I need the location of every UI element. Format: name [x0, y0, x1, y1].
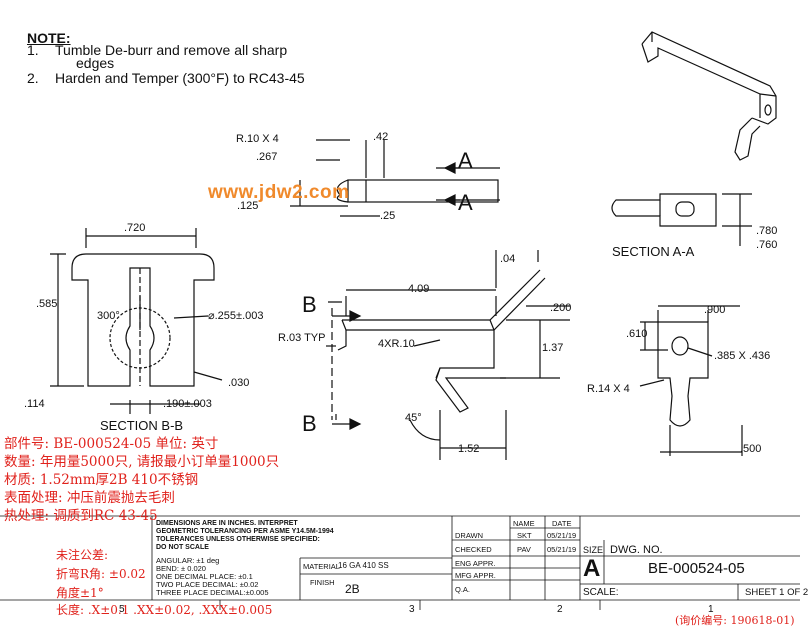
tb-material-value: 16 GA 410 SS: [338, 561, 389, 570]
section-aa-view: [611, 193, 752, 246]
cn-material: 材质: 1.52mm厚2B 410不锈钢: [4, 472, 199, 488]
tb-checked-name: PAV: [517, 545, 531, 554]
dim-dia-255: ⌀.255±.003: [208, 310, 264, 322]
tb-checked-label: CHECKED: [455, 545, 492, 554]
tb-finish-value: 2B: [345, 582, 360, 596]
tb-size-label: SIZE: [583, 545, 604, 555]
tb-finish-label: FINISH: [310, 578, 335, 587]
dim-780: .780: [756, 225, 778, 237]
cn-tolerance-angle: 角度±1°: [56, 586, 104, 600]
dim-152: 1.52: [458, 443, 480, 455]
dim-030: .030: [228, 377, 250, 389]
section-a-label-top: A: [458, 148, 473, 173]
dim-137: 1.37: [542, 342, 564, 354]
section-bb-view: [50, 228, 223, 414]
note-1-continuation: edges: [76, 55, 115, 71]
dim-200: .200: [550, 302, 572, 314]
cn-surface-treatment: 表面处理: 冲压前震抛去毛刺: [4, 490, 175, 506]
tb-name-header: NAME: [513, 519, 535, 528]
dim-585: .585: [36, 298, 58, 310]
tb-date-header: DATE: [552, 519, 572, 528]
isometric-view: [641, 31, 777, 161]
zone-2: 2: [557, 604, 563, 615]
dim-45-deg: 45°: [405, 412, 422, 424]
note-1-text: Tumble De-burr and remove all sharp: [55, 42, 288, 58]
tb-tol-bend: BEND: ± 0.020: [156, 564, 206, 573]
dim-900: .900: [704, 304, 726, 316]
cn-tolerance-bend: 折弯R角: ±0.02: [56, 567, 146, 581]
dim-r10x4: R.10 X 4: [236, 133, 279, 145]
dim-r03-typ: R.03 TYP: [278, 332, 326, 344]
zone-5: 5: [119, 604, 125, 615]
dim-04: .04: [500, 253, 516, 265]
dim-114: .114: [24, 398, 45, 410]
tb-tol-one-decimal: ONE DECIMAL PLACE: ±0.1: [156, 572, 253, 581]
section-bb-label: SECTION B-B: [100, 418, 184, 433]
tb-material-label: MATERIAL: [303, 562, 340, 571]
cn-part-number: 部件号: BE-000524-05 单位: 英寸: [4, 436, 219, 452]
section-aa-label: SECTION A-A: [612, 244, 695, 259]
dim-300-deg: 300°: [97, 310, 120, 322]
tb-drawn-name: SKT: [517, 531, 532, 540]
zone-3: 3: [409, 604, 415, 615]
tb-drawn-date: 05/21/19: [547, 531, 577, 540]
section-arrows: [331, 162, 500, 430]
dim-760: .760: [756, 239, 778, 251]
tb-spec-3: TOLERANCES UNLESS OTHERWISE SPECIFIED:: [156, 536, 320, 543]
title-block-grid: [0, 515, 800, 610]
note-1-number: 1.: [27, 42, 39, 58]
tb-mfg-appr-label: MFG APPR.: [455, 571, 496, 580]
note-2-number: 2.: [27, 70, 39, 86]
section-b-label-bottom: B: [302, 411, 317, 436]
tb-qa-label: Q.A.: [455, 585, 471, 594]
tb-checked-date: 05/21/19: [547, 545, 577, 554]
section-b-label-top: B: [302, 292, 317, 317]
cn-quantity: 数量: 年用量5000只, 请报最小订单量1000只: [4, 454, 280, 470]
tb-size-value: A: [583, 555, 601, 582]
dim-42: .42: [373, 131, 389, 143]
dim-385x436: .385 X .436: [714, 350, 771, 362]
tb-tol-two-decimal: TWO PLACE DECIMAL: ±0.02: [156, 580, 259, 589]
side-view-main: [326, 250, 570, 460]
dim-500: .500: [740, 443, 762, 455]
tb-dwg-no-label: DWG. NO.: [610, 544, 663, 556]
note-2-text: Harden and Temper (300°F) to RC43-45: [55, 70, 305, 86]
tb-spec-4: DO NOT SCALE: [156, 544, 209, 551]
tb-sheet-number: SHEET 1 OF 2: [745, 587, 808, 598]
watermark-url: www.jdw2.com: [208, 182, 350, 203]
dim-267: .267: [256, 151, 278, 163]
dim-125: .125: [237, 200, 259, 212]
tb-dwg-no-value: BE-000524-05: [648, 560, 745, 577]
dim-409: 4.09: [408, 283, 430, 295]
cn-tolerance-length: 长度: .X±0.1 .XX±0.02, .XXX±0.005: [56, 603, 273, 617]
tb-eng-appr-label: ENG APPR.: [455, 559, 496, 568]
tb-tol-three-decimal: THREE PLACE DECIMAL:±0.005: [156, 588, 269, 597]
tb-spec-2: GEOMETRIC TOLERANCING PER ASME Y14.5M-19…: [156, 528, 334, 535]
dim-4xr10: 4XR.10: [378, 338, 415, 350]
dim-190: .190±.003: [163, 398, 212, 410]
cn-heat-treatment: 热处理: 调质到RC 43-45: [4, 508, 158, 524]
inquiry-number: (询价编号: 190618-01): [675, 614, 795, 627]
tb-spec-1: DIMENSIONS ARE IN INCHES. INTERPRET: [156, 520, 298, 527]
cn-tolerance-title: 未注公差:: [56, 548, 109, 562]
dim-r14x4: R.14 X 4: [587, 383, 630, 395]
dim-720: .720: [124, 222, 146, 234]
zone-1: 1: [708, 604, 714, 615]
section-a-label-bottom: A: [458, 190, 473, 215]
notes-title: NOTE:: [27, 30, 71, 46]
front-view-right: [639, 305, 743, 456]
dim-25: .25: [380, 210, 396, 222]
dim-610: .610: [626, 328, 648, 340]
tb-scale-label: SCALE:: [583, 587, 619, 598]
tb-tol-angular: ANGULAR: ±1 deg: [156, 556, 220, 565]
top-view-small: [290, 139, 499, 217]
tb-drawn-label: DRAWN: [455, 531, 484, 540]
